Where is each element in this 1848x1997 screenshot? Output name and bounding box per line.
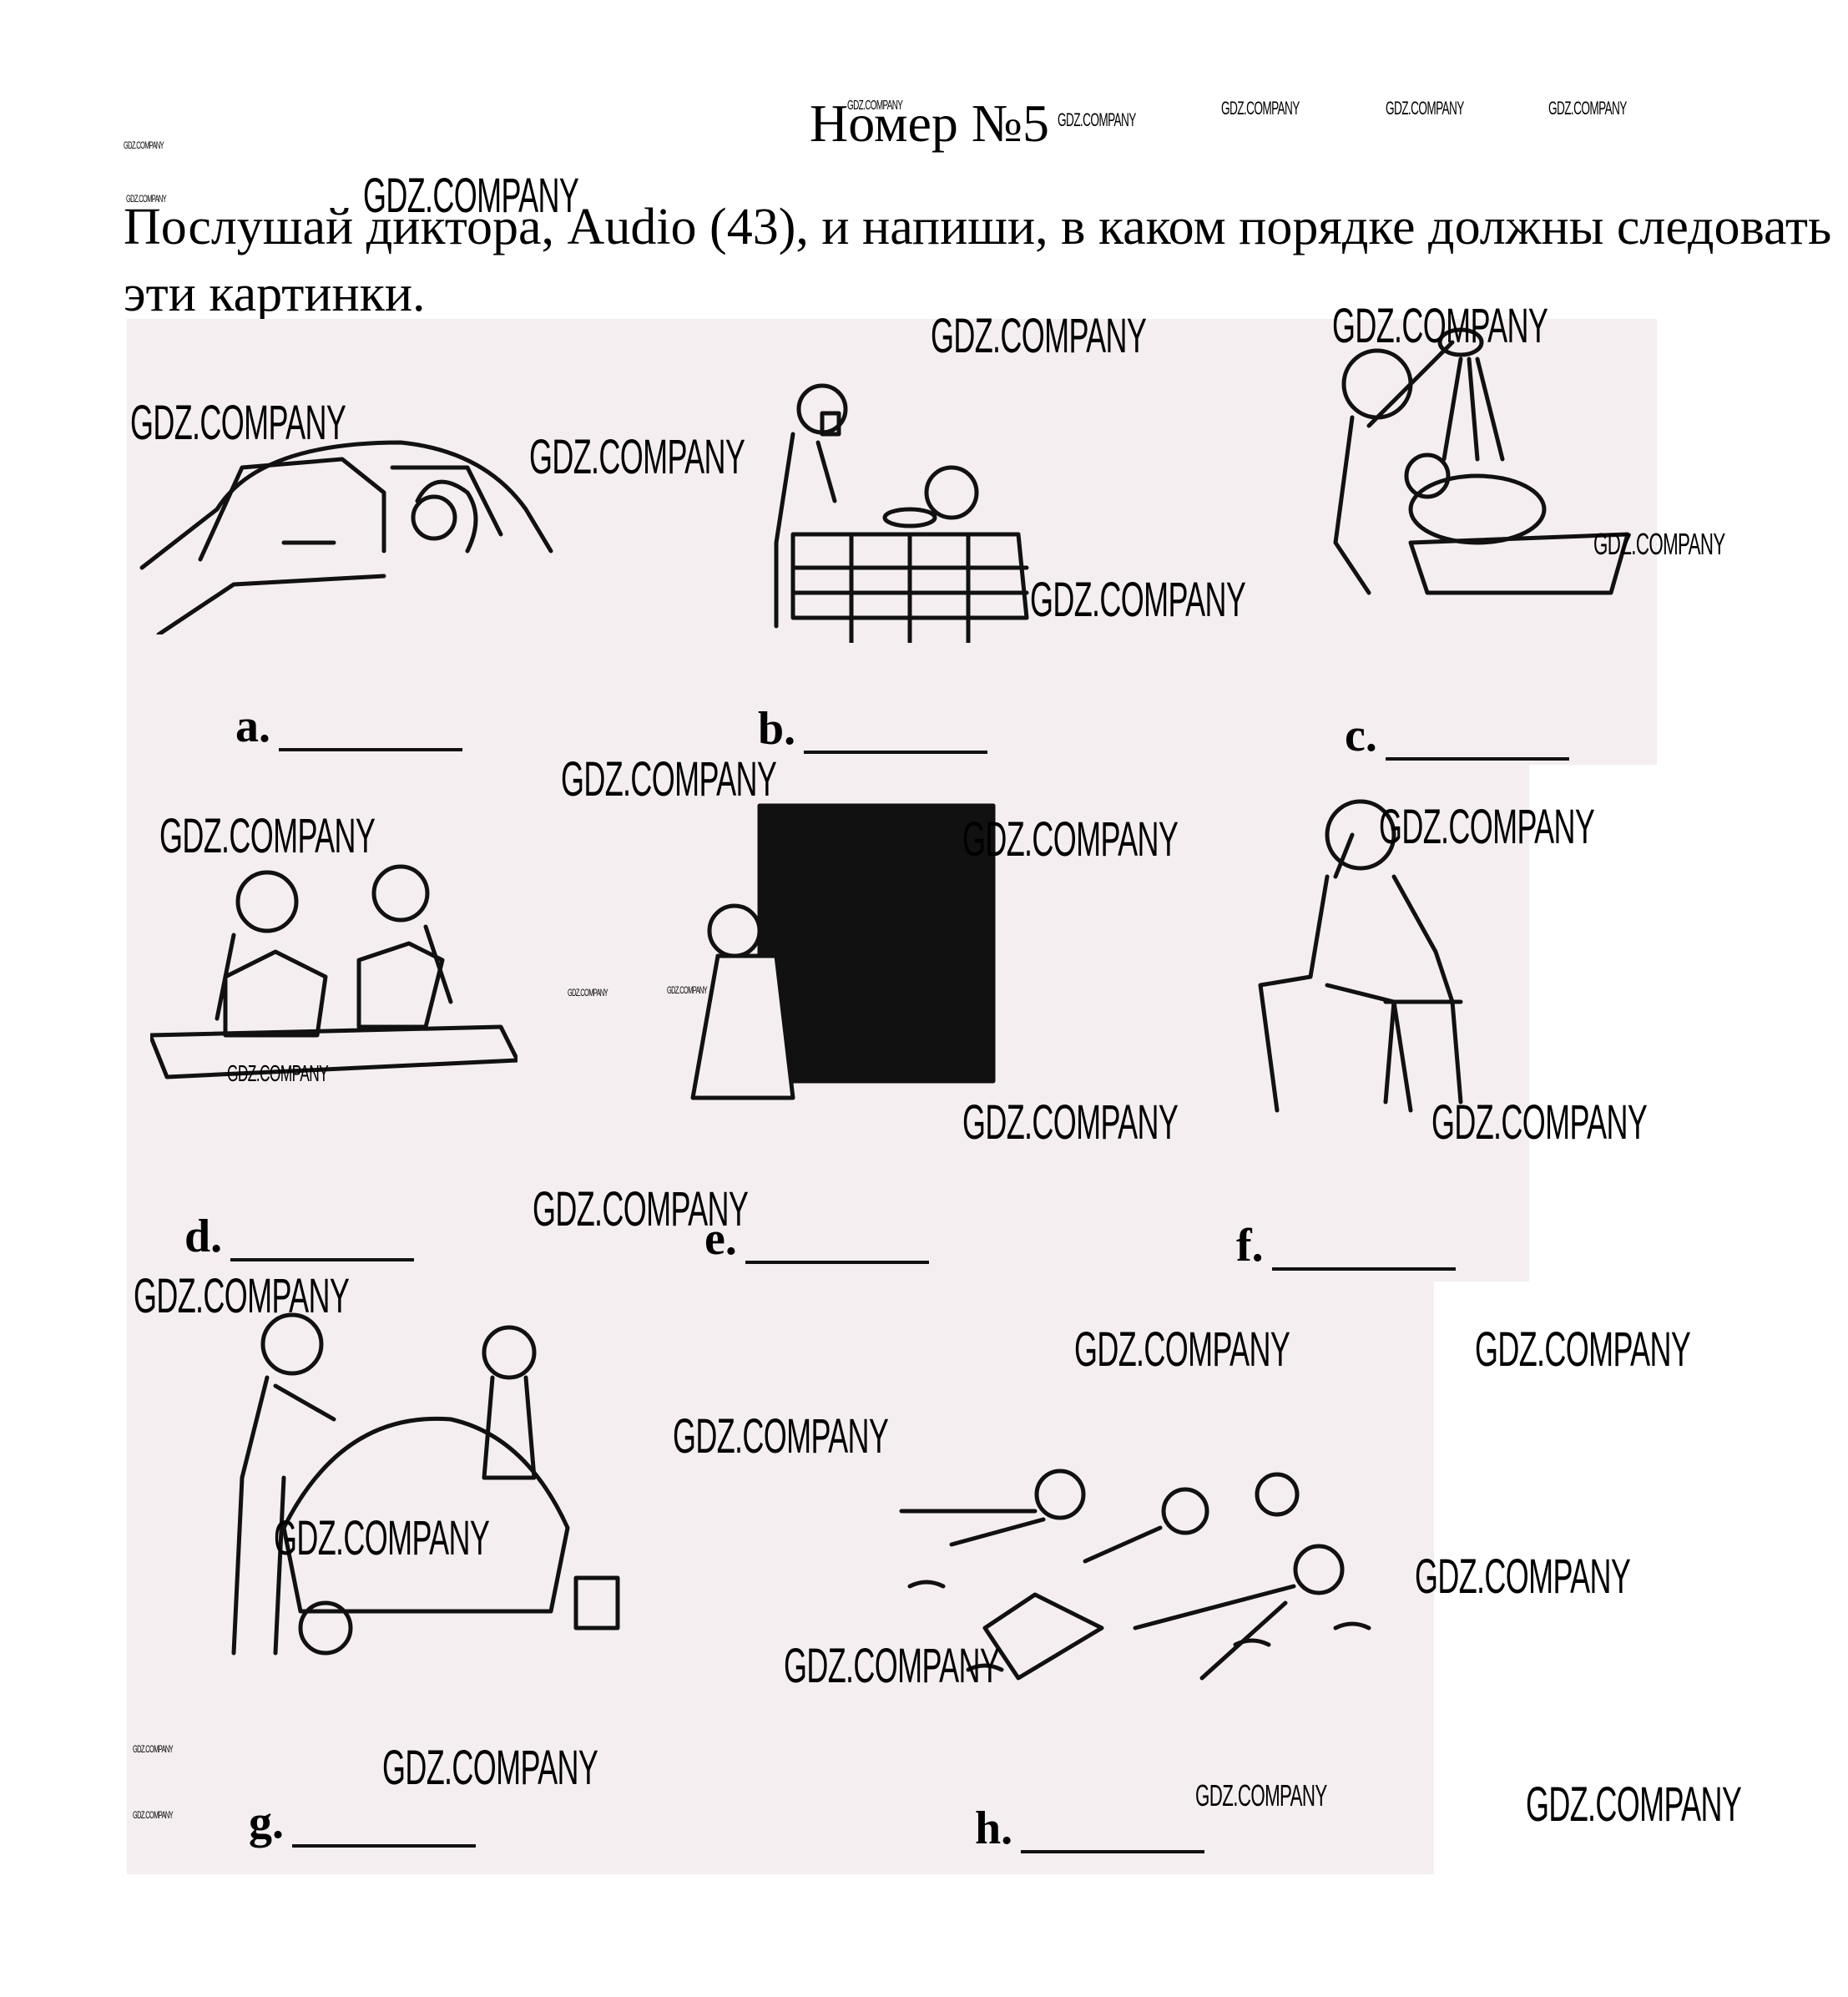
picture-f-thinking-man (1244, 785, 1511, 1135)
watermark: GDZ.COMPANY (363, 169, 579, 223)
answer-h: h. (975, 1802, 1205, 1854)
picture-a-driving (134, 417, 601, 637)
answer-blank-f[interactable] (1271, 1234, 1456, 1271)
watermark: GDZ.COMPANY (1415, 1550, 1631, 1604)
watermark: GDZ.COMPANY (1548, 98, 1627, 119)
watermark: GDZ.COMPANY (126, 193, 167, 205)
watermark: GDZ.COMPANY (561, 752, 777, 806)
watermark: GDZ.COMPANY (673, 1409, 889, 1464)
picture-g-washing-car (175, 1311, 643, 1661)
watermark: GDZ.COMPANY (667, 984, 708, 996)
label-f: f. (1236, 1220, 1264, 1272)
watermark: GDZ.COMPANY (133, 1743, 174, 1755)
answer-blank-g[interactable] (292, 1811, 476, 1848)
label-g: g. (249, 1797, 284, 1848)
watermark: GDZ.COMPANY (847, 99, 903, 113)
label-b: b. (758, 703, 796, 755)
picture-c-washing-dog (1310, 326, 1644, 626)
page-title: Номер №5 (810, 94, 1049, 153)
picture-d-reading (148, 852, 520, 1085)
answer-blank-b[interactable] (804, 717, 988, 754)
answer-g: g. (249, 1797, 476, 1848)
watermark: GDZ.COMPANY (274, 1511, 490, 1565)
watermark: GDZ.COMPANY (1221, 98, 1300, 119)
watermark: GDZ.COMPANY (1379, 800, 1595, 854)
answer-blank-a[interactable] (279, 715, 462, 751)
watermark: GDZ.COMPANY (962, 812, 1179, 867)
watermark: GDZ.COMPANY (1526, 1777, 1742, 1832)
answer-blank-h[interactable] (1021, 1817, 1205, 1853)
answer-blank-e[interactable] (745, 1227, 929, 1264)
answer-c: c. (1345, 710, 1569, 761)
watermark: GDZ.COMPANY (1386, 98, 1464, 119)
watermark: GDZ.COMPANY (931, 309, 1147, 363)
watermark: GDZ.COMPANY (227, 1060, 329, 1086)
watermark: GDZ.COMPANY (1030, 573, 1246, 627)
answer-b: b. (758, 703, 988, 755)
watermark: GDZ.COMPANY (133, 1809, 174, 1821)
watermark: GDZ.COMPANY (130, 396, 346, 450)
answer-d: d. (184, 1211, 415, 1262)
picture-h-swimming (885, 1461, 1386, 1711)
watermark: GDZ.COMPANY (1058, 109, 1136, 130)
label-a: a. (235, 700, 270, 752)
watermark: GDZ.COMPANY (159, 809, 376, 863)
scan-area-bottom (127, 1282, 1434, 1874)
label-e: e. (704, 1213, 737, 1265)
watermark: GDZ.COMPANY (124, 139, 164, 151)
label-d: d. (184, 1211, 223, 1262)
answer-blank-c[interactable] (1385, 724, 1569, 761)
answer-blank-d[interactable] (230, 1225, 415, 1261)
answer-a: a. (235, 701, 462, 751)
answer-f: f. (1236, 1221, 1456, 1271)
watermark: GDZ.COMPANY (1195, 1778, 1327, 1812)
watermark: GDZ.COMPANY (962, 1095, 1179, 1150)
watermark: GDZ.COMPANY (1074, 1322, 1290, 1377)
label-h: h. (975, 1802, 1013, 1854)
watermark: GDZ.COMPANY (382, 1741, 598, 1795)
watermark: GDZ.COMPANY (1475, 1322, 1691, 1377)
watermark: GDZ.COMPANY (533, 1182, 749, 1236)
label-c: c. (1345, 710, 1377, 761)
watermark: GDZ.COMPANY (1431, 1095, 1648, 1150)
watermark: GDZ.COMPANY (529, 430, 745, 484)
picture-e-blackboard (684, 797, 1002, 1106)
watermark: GDZ.COMPANY (134, 1269, 350, 1323)
watermark: GDZ.COMPANY (1593, 527, 1725, 561)
answer-e: e. (704, 1214, 929, 1264)
watermark: GDZ.COMPANY (1332, 299, 1548, 353)
watermark: GDZ.COMPANY (784, 1639, 1000, 1693)
watermark: GDZ.COMPANY (568, 987, 608, 998)
picture-b-tea (743, 376, 1060, 645)
exercise-instruction: Послушай диктора, Audio (43), и напиши, … (124, 199, 1832, 322)
